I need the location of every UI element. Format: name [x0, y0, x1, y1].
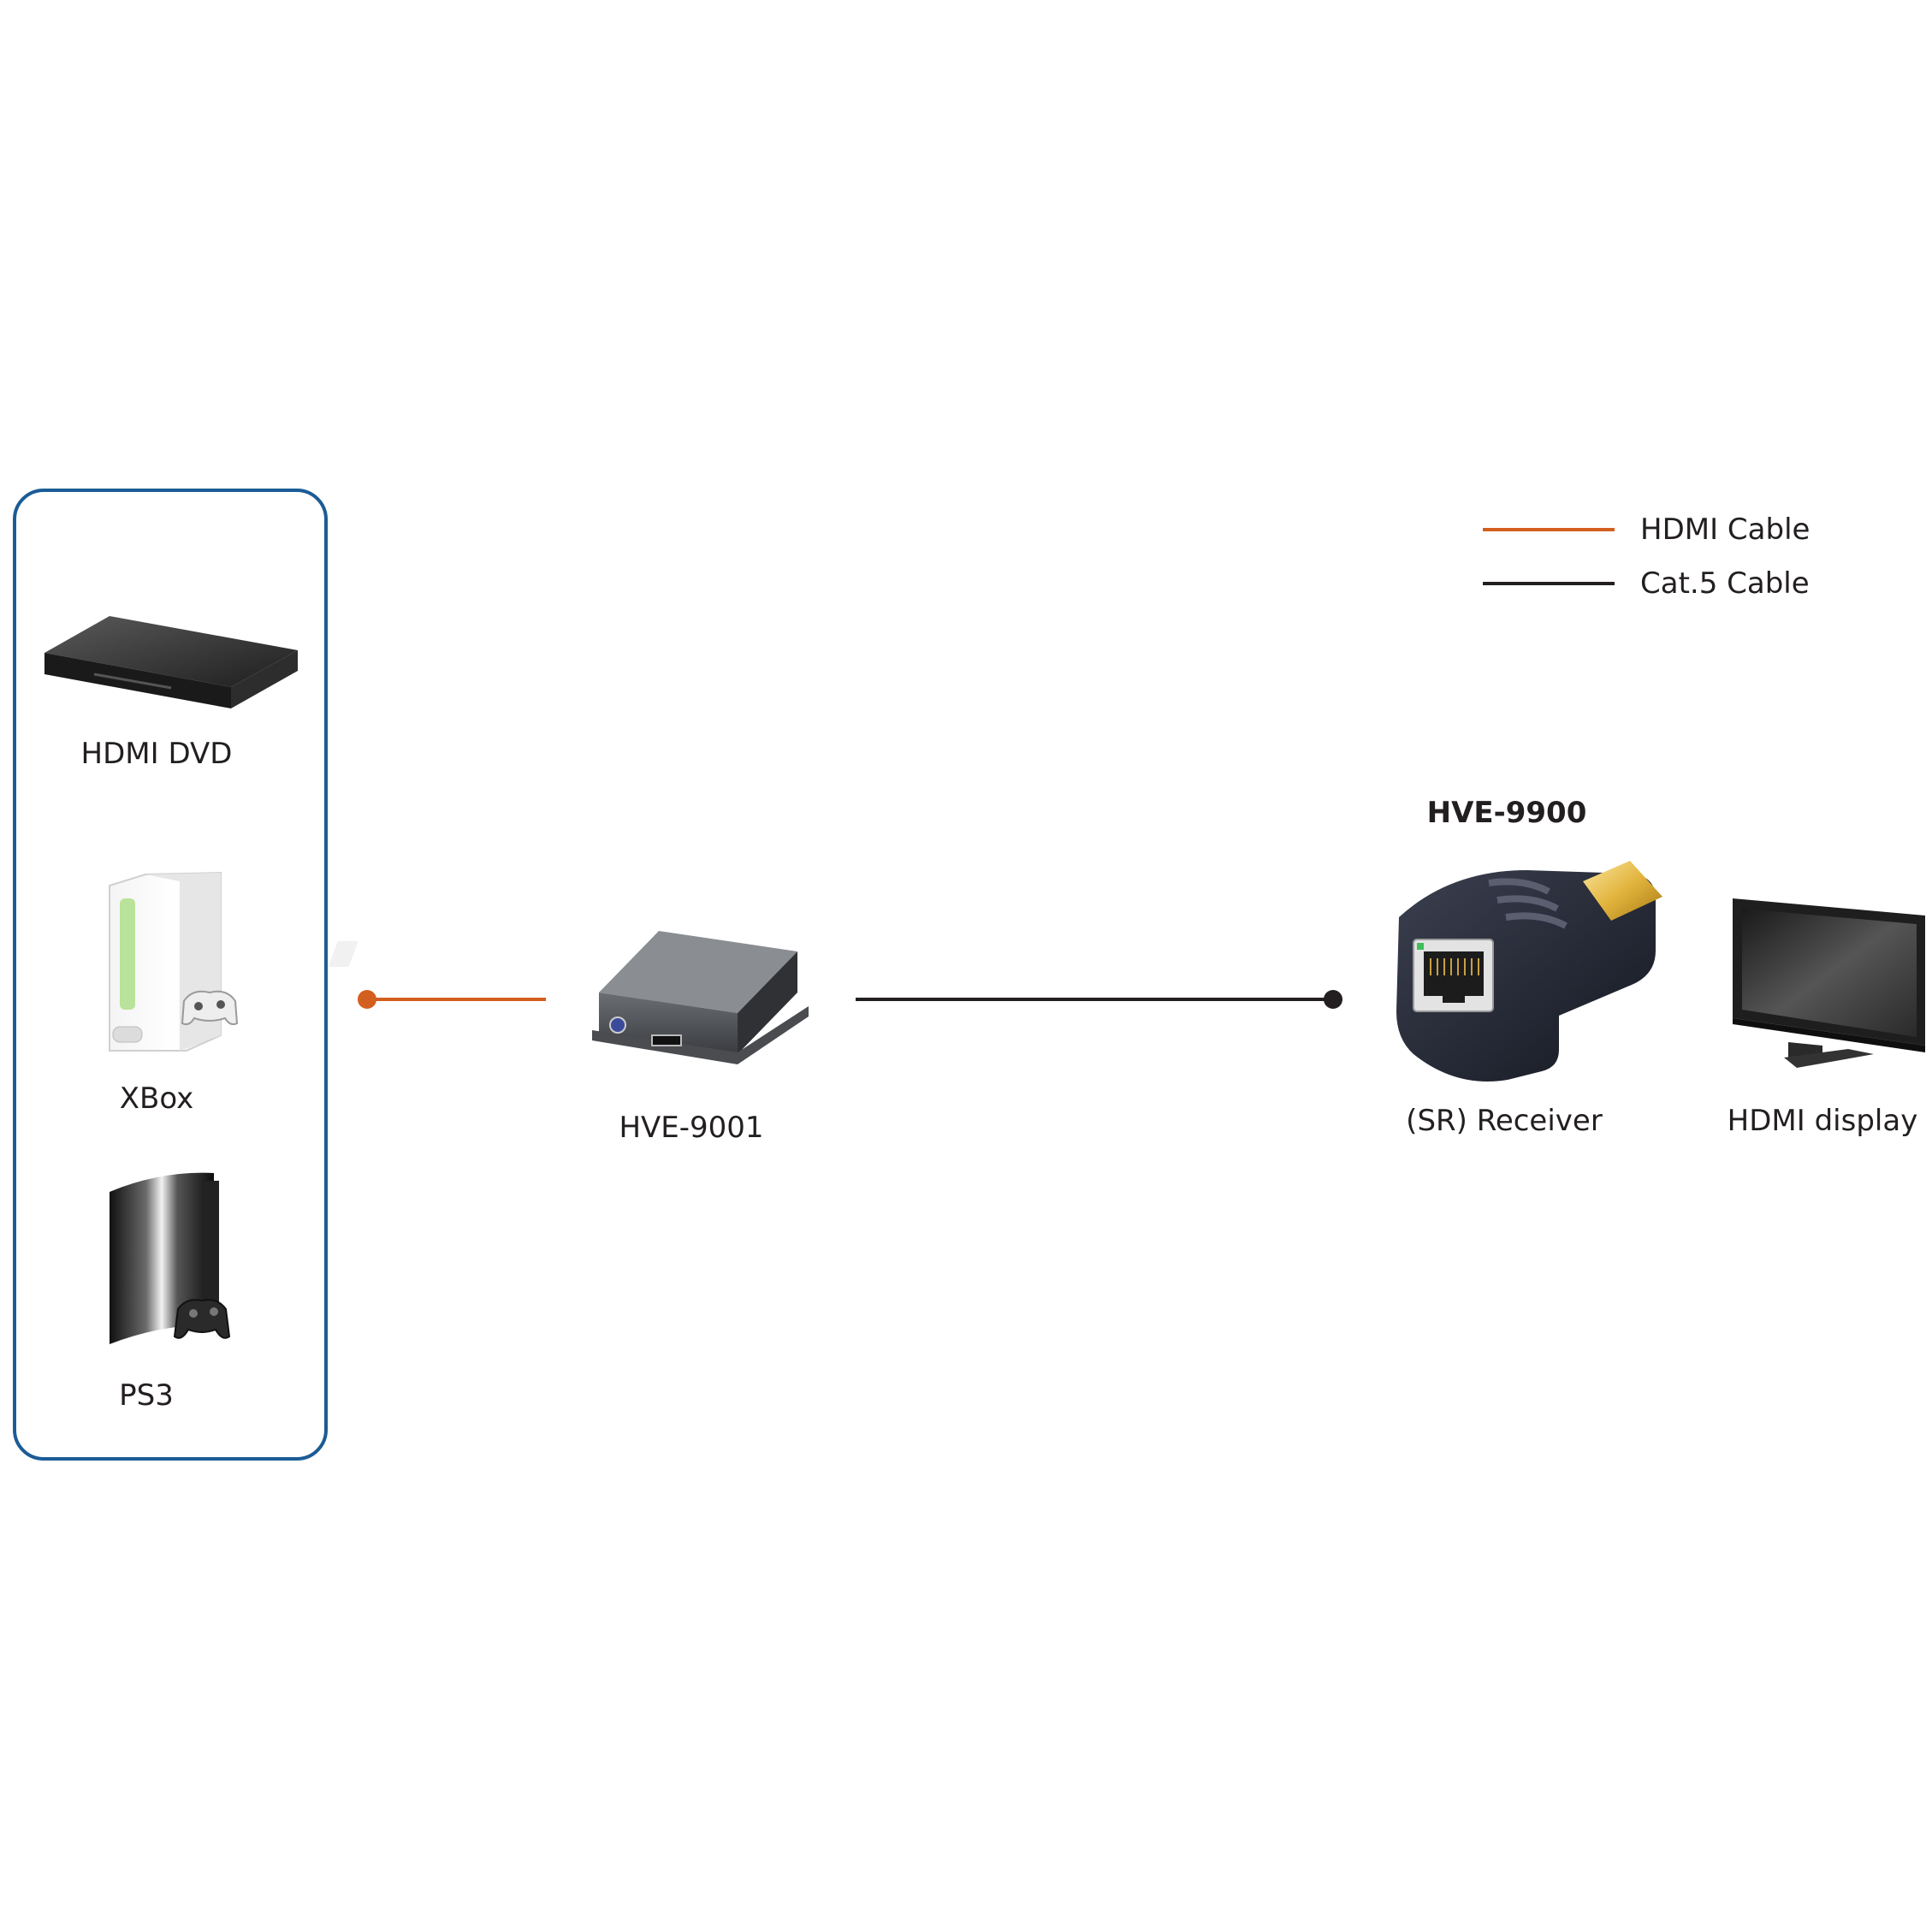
source-label-ps3: PS3 — [119, 1378, 174, 1413]
receiver-label: (SR) Receiver — [1406, 1104, 1603, 1138]
source-label-xbox: XBox — [119, 1082, 194, 1116]
source-label-hdmi-dvd: HDMI DVD — [80, 737, 233, 771]
hdmi-extender-transmitter-icon — [328, 931, 809, 1064]
transmitter-label: HVE-9001 — [619, 1111, 764, 1145]
ps3-console-icon — [110, 1172, 231, 1344]
display-label: HDMI display — [1727, 1104, 1918, 1138]
source-devices-group — [13, 489, 328, 1461]
hdmi-cable-endpoint — [358, 990, 376, 1009]
legend-cat5-label: Cat.5 Cable — [1640, 566, 1810, 601]
monitor-icon — [1733, 898, 1925, 1068]
xbox-console-icon — [109, 871, 239, 1052]
legend-hdmi-label: HDMI Cable — [1640, 513, 1811, 547]
dvd-player-icon — [44, 616, 298, 708]
receiver-model-label: HVE-9900 — [1426, 796, 1587, 830]
rj45-hdmi-receiver-icon — [1396, 861, 1662, 1082]
cat5-cable-endpoint — [1324, 990, 1342, 1009]
